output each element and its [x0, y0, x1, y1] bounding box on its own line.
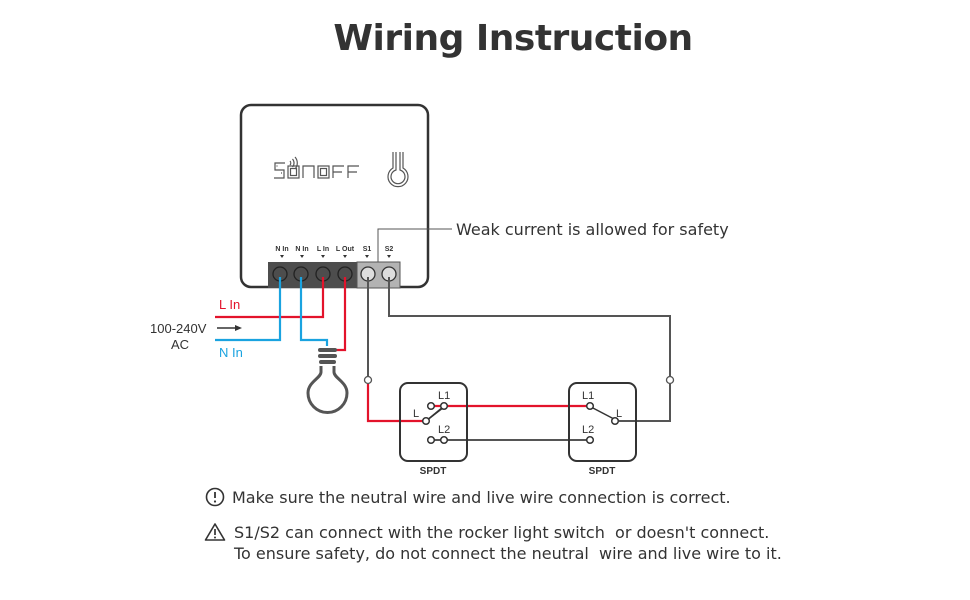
- warning-triangle-icon: [204, 523, 226, 541]
- note-2-line-2: To ensure safety, do not connect the neu…: [233, 544, 782, 563]
- junction-s2: [665, 375, 675, 385]
- terminal-label-s1: S1: [363, 246, 372, 253]
- callout: Weak current is allowed for safety: [377, 220, 729, 262]
- live-label: L In: [219, 297, 240, 312]
- switch-1-type-label: SPDT: [420, 466, 447, 477]
- thermometer-icon: [387, 152, 409, 188]
- neutral-wires: [215, 277, 329, 346]
- neutral-label: N In: [219, 345, 243, 360]
- junction-s1: [363, 375, 373, 385]
- switch-2: L L1 L2 SPDT: [568, 382, 637, 477]
- arrow-right-icon: [217, 325, 242, 331]
- sonoff-device: N In N In L In L Out S1 S2: [239, 103, 430, 289]
- terminal-label-l-in: L In: [317, 246, 329, 253]
- wire-l-in: [215, 277, 325, 319]
- terminal-labels: N In N In L In L Out S1 S2: [275, 246, 393, 258]
- terminal-label-n-in-1: N In: [275, 246, 288, 253]
- switch-1-common-label: L: [413, 408, 419, 420]
- terminal-block-power: [268, 262, 357, 288]
- wifi-signal-icon: [289, 156, 298, 170]
- live-wires: [215, 277, 590, 423]
- note-1-text: Make sure the neutral wire and live wire…: [232, 488, 731, 507]
- terminal-label-l-out: L Out: [336, 246, 355, 253]
- terminal-label-s2: S2: [385, 246, 394, 253]
- switch-2-l1-label: L1: [582, 390, 594, 402]
- sonoff-logo: [274, 156, 359, 179]
- ac-label: AC: [171, 337, 189, 352]
- terminal-arrows: [280, 255, 391, 258]
- callout-text: Weak current is allowed for safety: [456, 220, 729, 239]
- page-title: Wiring Instruction: [333, 18, 693, 59]
- info-circle-icon: [205, 487, 225, 507]
- note-1: Make sure the neutral wire and live wire…: [205, 487, 731, 507]
- note-2-line-1: S1/S2 can connect with the rocker light …: [234, 523, 769, 542]
- switch-1: L L1 L2 SPDT: [399, 382, 468, 477]
- wire-switch1-common: [366, 384, 426, 423]
- wire-s2: [388, 277, 671, 376]
- voltage-label: 100-240V: [150, 321, 207, 336]
- device-housing: [239, 103, 430, 289]
- switch-2-common-label: L: [616, 408, 622, 420]
- wire-n-in: [215, 277, 282, 342]
- switch-1-box: [399, 382, 468, 462]
- note-2: S1/S2 can connect with the rocker light …: [204, 523, 782, 563]
- power-source: L In 100-240V AC N In: [150, 297, 243, 360]
- switch-1-l2-label: L2: [438, 424, 450, 436]
- switch-2-l2-label: L2: [582, 424, 594, 436]
- switch-2-type-label: SPDT: [589, 466, 616, 477]
- switch-2-box: [568, 382, 637, 462]
- wire-switch2-common: [619, 384, 671, 422]
- wire-n-lamp: [299, 277, 329, 346]
- light-bulb-icon: [306, 348, 349, 414]
- terminal-label-n-in-2: N In: [295, 246, 308, 253]
- switch-1-l1-label: L1: [438, 390, 450, 402]
